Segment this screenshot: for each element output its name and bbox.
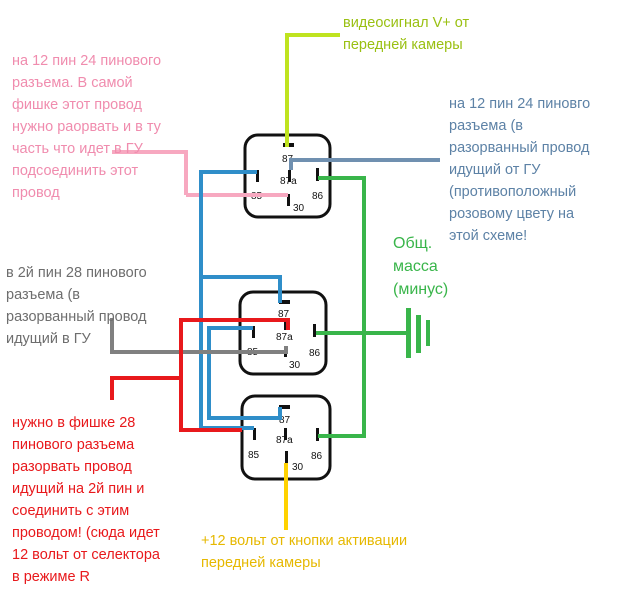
wire-gray-pin2 bbox=[110, 318, 288, 354]
note-yellow-12v: +12 вольт от кнопки активации передней к… bbox=[201, 533, 408, 571]
relay-1-label-86: 86 bbox=[312, 191, 324, 202]
wire-red-pin2 bbox=[179, 318, 290, 432]
relay-2-pin-87a-terminal bbox=[284, 318, 287, 330]
note-pink-pin12: на 12 пин 24 пинового разъема. В самой ф… bbox=[12, 53, 162, 201]
note-red-pin2: нужно в фишке 28 пинового разъема разорв… bbox=[12, 415, 160, 585]
relay-2-label-30: 30 bbox=[289, 360, 301, 371]
relay-3-pin-87-terminal bbox=[279, 405, 290, 409]
relay-2-pin-85-terminal bbox=[252, 326, 255, 338]
relay-3-pin-30-terminal bbox=[285, 451, 288, 463]
ground-plate-2 bbox=[416, 315, 421, 353]
ground-plate-1 bbox=[406, 308, 411, 358]
relay-2-label-86: 86 bbox=[309, 348, 321, 359]
relay-3-label-87: 87 bbox=[279, 415, 291, 426]
note-video-signal: видеосигнал V+ от передней камеры bbox=[343, 15, 470, 53]
relay-1: 87 87a 85 86 30 bbox=[243, 133, 332, 219]
relay-3-pin-86-terminal bbox=[316, 428, 319, 441]
relay-3-pin-85-terminal bbox=[253, 428, 256, 440]
relay-1-pin-30-terminal bbox=[287, 194, 290, 206]
note-gray-pin2: в 2й пин 28 пинового разъема (в разорван… bbox=[6, 265, 147, 347]
relay-3-label-30: 30 bbox=[292, 462, 304, 473]
note-blue-pin12: на 12 пин 24 пиновго разъема (в разорван… bbox=[449, 96, 591, 244]
relay-3-label-86: 86 bbox=[311, 451, 323, 462]
relay-2: 87 87a 85 86 30 bbox=[238, 290, 328, 376]
wire-green-ground bbox=[318, 176, 366, 438]
wire-red-pin2-lead bbox=[110, 376, 181, 400]
relay-3-label-85: 85 bbox=[248, 450, 260, 461]
wire-pink-pin12-lead bbox=[112, 150, 188, 195]
relay-1-pin-85-terminal bbox=[256, 170, 259, 182]
relay-2-pin-87-terminal bbox=[279, 300, 290, 304]
relay-1-label-87: 87 bbox=[282, 154, 294, 165]
wire-blue-interconnect-c bbox=[207, 326, 282, 420]
note-ground: Общ. масса (минус) bbox=[393, 235, 449, 298]
relay-2-pin-86-terminal bbox=[313, 324, 316, 337]
relay-1-label-87a: 87a bbox=[280, 176, 297, 187]
relay-2-label-87: 87 bbox=[278, 309, 290, 320]
ground-symbol bbox=[406, 308, 430, 358]
relay-1-pin-87a-terminal bbox=[288, 170, 291, 182]
relay-2-label-87a: 87a bbox=[276, 332, 293, 343]
wire-steel-blue-pin12 bbox=[289, 158, 440, 170]
relay-3-label-87a: 87a bbox=[276, 435, 293, 446]
relay-3-pin-87a-terminal bbox=[284, 428, 287, 440]
ground-plate-3 bbox=[426, 320, 430, 346]
relay-1-label-30: 30 bbox=[293, 203, 305, 214]
relay-1-pin-86-terminal bbox=[316, 168, 319, 181]
wire-video-signal bbox=[285, 33, 340, 147]
